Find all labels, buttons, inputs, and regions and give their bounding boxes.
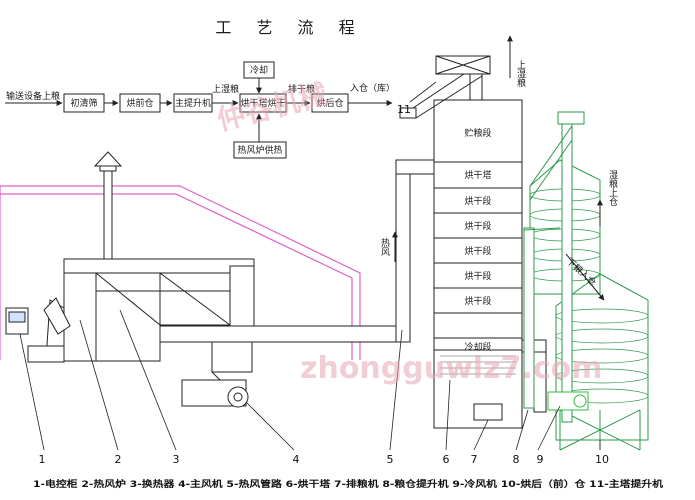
flow-input-label: 输送设备上粮 — [6, 90, 60, 102]
callout-7: 7 — [471, 453, 478, 466]
callout-5: 5 — [387, 453, 394, 466]
callout-9: 9 — [537, 453, 544, 466]
callout-numbers: 1 2 3 4 5 6 7 8 9 10 11 — [39, 103, 610, 466]
tower-section-5: 烘干段 — [464, 270, 491, 282]
callout-10: 10 — [595, 453, 609, 466]
flow-chart — [5, 61, 393, 159]
silo-arrows — [565, 199, 605, 301]
diagram-title: 工 艺 流 程 — [215, 18, 364, 37]
tower-section-6: 烘干段 — [464, 295, 491, 307]
legend-caption: 1-电控柜 2-热风炉 3-换热器 4-主风机 5-热风管路 6-烘干塔 7-排… — [33, 478, 663, 490]
tower-section-3: 烘干段 — [464, 220, 491, 232]
flow-elevator-text: 主提升机 — [175, 97, 211, 109]
tower-section-4: 烘干段 — [464, 245, 491, 257]
callout-6: 6 — [443, 453, 450, 466]
hot-air-duct — [159, 159, 437, 408]
tower-section-7: 冷却段 — [464, 341, 491, 353]
callout-1: 1 — [39, 453, 46, 466]
tower-section-0: 贮粮段 — [464, 127, 491, 139]
callout-3: 3 — [173, 453, 180, 466]
tower-section-labels: 贮粮段 烘干塔 烘干段 烘干段 烘干段 烘干段 烘干段 冷却段 — [464, 127, 491, 353]
flow-cooling-text: 冷却 — [250, 64, 268, 76]
flow-heat-text: 热风炉供热 — [237, 144, 282, 156]
callout-leaders — [19, 81, 601, 451]
flow-dryer-text: 烘干塔烘干 — [240, 97, 285, 109]
flow-labels: 输送设备上粮 初清筛 烘前仓 主提升机 上湿粮 烘干塔烘干 冷却 热风炉供热 排… — [6, 64, 395, 156]
flow-post-bin-text: 烘后仓 — [316, 97, 343, 109]
flow-cleaner-text: 初清筛 — [70, 97, 97, 109]
callout-11: 11 — [397, 103, 411, 116]
flow-up-wet-text: 上湿粮 — [212, 83, 239, 95]
flow-pre-bin-text: 烘前仓 — [126, 97, 153, 109]
silos — [523, 111, 649, 451]
furnace-exchanger — [27, 258, 255, 363]
flow-discharge-text: 排干粮 — [288, 83, 315, 95]
watermark-url: zhongguwlz7.com — [300, 351, 602, 386]
building-outline — [0, 185, 361, 360]
callout-8: 8 — [513, 453, 520, 466]
flow-storage-text: 入仓（库） — [350, 82, 395, 94]
tower-section-2: 烘干段 — [464, 195, 491, 207]
callout-2: 2 — [115, 453, 122, 466]
drying-tower — [399, 55, 547, 429]
callout-4: 4 — [293, 453, 300, 466]
wet-to-bin-label: 湿粮上仓 — [607, 170, 618, 206]
up-wet-top-label: 上湿粮 — [515, 60, 526, 88]
hot-air-label: 热风 — [379, 237, 390, 257]
tower-section-1: 烘干塔 — [464, 169, 491, 181]
chimney — [93, 151, 123, 260]
control-cabinet — [5, 307, 29, 335]
flow-box-heat — [233, 141, 287, 159]
